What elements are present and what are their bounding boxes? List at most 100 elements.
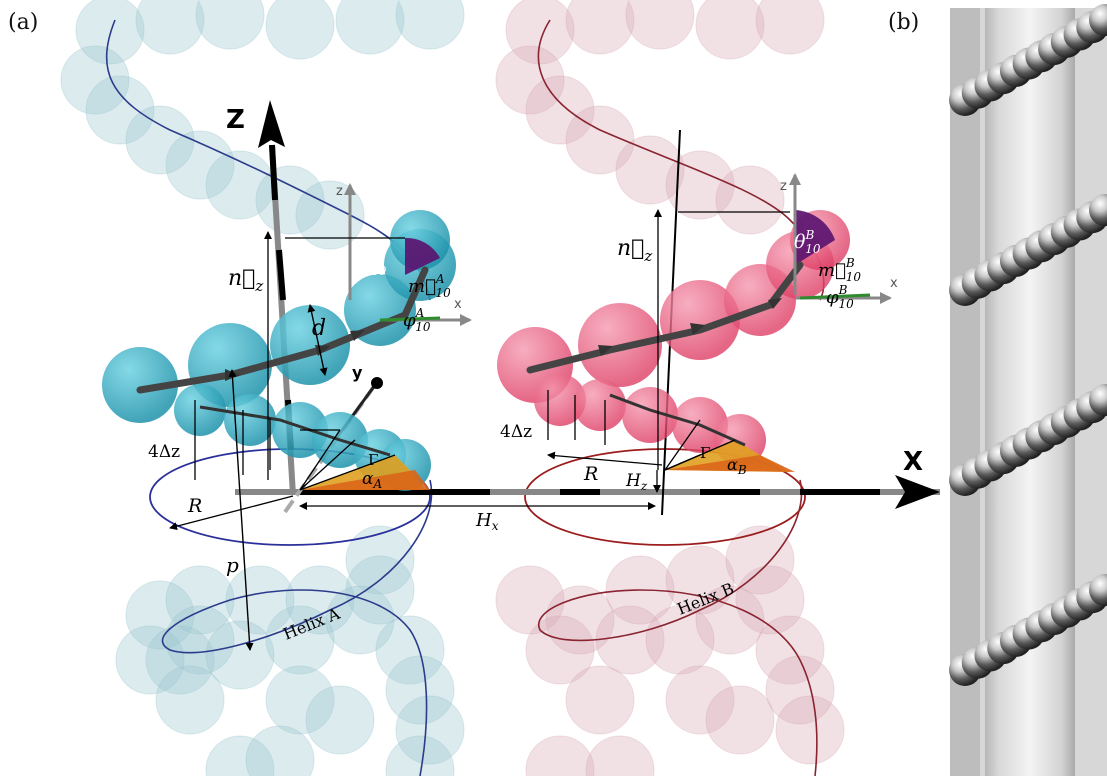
helix-b-nz-label: n⃗z <box>617 236 652 265</box>
steel-ball <box>1089 4 1107 36</box>
ghost-sphere <box>265 665 335 735</box>
helix-b-theta-wedge <box>795 210 835 265</box>
helix-b-radius-arrow <box>547 451 663 466</box>
ghost-sphere <box>665 665 735 735</box>
ghost-sphere <box>195 0 265 50</box>
ghost-sphere <box>725 525 795 595</box>
panel-a-label: (a) <box>8 10 39 35</box>
x-axis-arrowhead <box>895 475 940 509</box>
ghost-sphere <box>565 665 635 735</box>
steel-ball <box>1089 574 1107 606</box>
steel-ball <box>1089 194 1107 226</box>
helix-a-sphere <box>174 384 226 436</box>
helix-b-four-dz-label: 4Δz <box>500 422 532 442</box>
ghost-sphere <box>495 45 565 115</box>
ghost-sphere <box>755 615 825 685</box>
ghost-sphere <box>525 75 595 145</box>
z-axis-label: Z <box>226 105 245 135</box>
ghost-sphere <box>645 605 715 675</box>
helix-a-theta-wedge <box>405 237 440 275</box>
ghost-sphere <box>565 0 635 55</box>
ghost-sphere <box>205 735 275 776</box>
ghost-sphere <box>775 695 845 765</box>
photo-panel <box>949 4 1107 776</box>
ghost-sphere <box>565 105 635 175</box>
ghost-sphere <box>395 0 465 50</box>
ghost-sphere <box>625 0 695 50</box>
helix-a-p-label: p <box>226 553 239 577</box>
ghost-sphere <box>85 75 155 145</box>
helix-b-local-x-label: x <box>890 276 898 291</box>
x-axis-label: X <box>903 447 923 477</box>
helix-b-orange-wedge <box>665 455 795 472</box>
y-axis-label: y <box>352 363 363 382</box>
helix-a-orange-wedge <box>300 470 430 490</box>
helix-b-sphere <box>660 280 740 360</box>
ghost-sphere <box>325 585 395 655</box>
helix-a-local-z-label: z <box>336 184 343 199</box>
helix-b-sphere <box>534 374 586 426</box>
z-axis-dark-segment <box>269 144 278 201</box>
ghost-sphere <box>385 735 455 776</box>
helix-b-moment-arrows <box>598 298 782 356</box>
ghost-sphere <box>265 0 335 60</box>
helix-b-ghost-spheres <box>495 0 845 776</box>
helix-b-lower-chain <box>609 393 746 447</box>
ghost-sphere <box>495 565 565 635</box>
ghost-sphere <box>715 165 785 235</box>
ghost-sphere <box>115 625 185 695</box>
helix-a-ghost-spheres <box>60 0 465 776</box>
ghost-sphere <box>585 735 655 776</box>
helix-b-sphere <box>622 387 678 443</box>
ghost-sphere <box>345 525 415 595</box>
panel-b-label: (b) <box>888 10 920 35</box>
helix-a-phi-line <box>379 316 441 322</box>
y-axis-end-knob <box>371 377 383 389</box>
steel-ball-spiral <box>949 4 1107 686</box>
helix-a-R-label: R <box>187 495 202 517</box>
ghost-sphere <box>665 545 735 615</box>
helix-a-diameter-arrow <box>307 304 328 376</box>
ghost-sphere <box>60 45 130 115</box>
helix-a-radius-arrow <box>169 495 294 531</box>
helix-b-alpha-label: αB <box>727 455 747 477</box>
ghost-sphere <box>345 555 415 625</box>
ghost-sphere <box>285 565 355 635</box>
ghost-sphere <box>155 665 225 735</box>
z-axis-arrowhead <box>258 100 285 148</box>
ghost-sphere <box>305 685 375 755</box>
ghost-sphere <box>375 615 445 685</box>
helix-b-phi-line <box>799 293 871 300</box>
hx-label: Hx <box>475 510 499 533</box>
steel-ball <box>1089 384 1107 416</box>
helix-b-sphere <box>574 379 626 431</box>
ghost-sphere <box>525 735 595 776</box>
helix-a-gamma-label: Γ <box>368 451 378 469</box>
ghost-sphere <box>335 0 405 55</box>
helix-a-nz-label: n⃗z <box>228 266 263 295</box>
helix-b-moment-chain <box>526 261 804 374</box>
ghost-sphere <box>615 135 685 205</box>
ghost-sphere <box>505 0 575 65</box>
helix-b-local-z-label: z <box>780 179 787 194</box>
ghost-sphere <box>695 585 765 655</box>
ghost-sphere <box>295 180 365 250</box>
ghost-sphere <box>695 0 765 60</box>
ghost-sphere <box>265 605 335 675</box>
helix-a-alpha-label: αA <box>362 469 382 491</box>
helix-b-hz-label: Hz <box>625 471 648 493</box>
helix-a-sphere <box>102 347 178 423</box>
ghost-sphere <box>735 565 805 635</box>
ghost-sphere <box>765 655 835 725</box>
ghost-sphere <box>135 0 205 55</box>
ghost-sphere <box>125 580 195 650</box>
helix-a-d-label: d <box>312 316 326 341</box>
ghost-sphere <box>385 655 455 725</box>
helix-a-local-x-label: x <box>454 297 462 312</box>
